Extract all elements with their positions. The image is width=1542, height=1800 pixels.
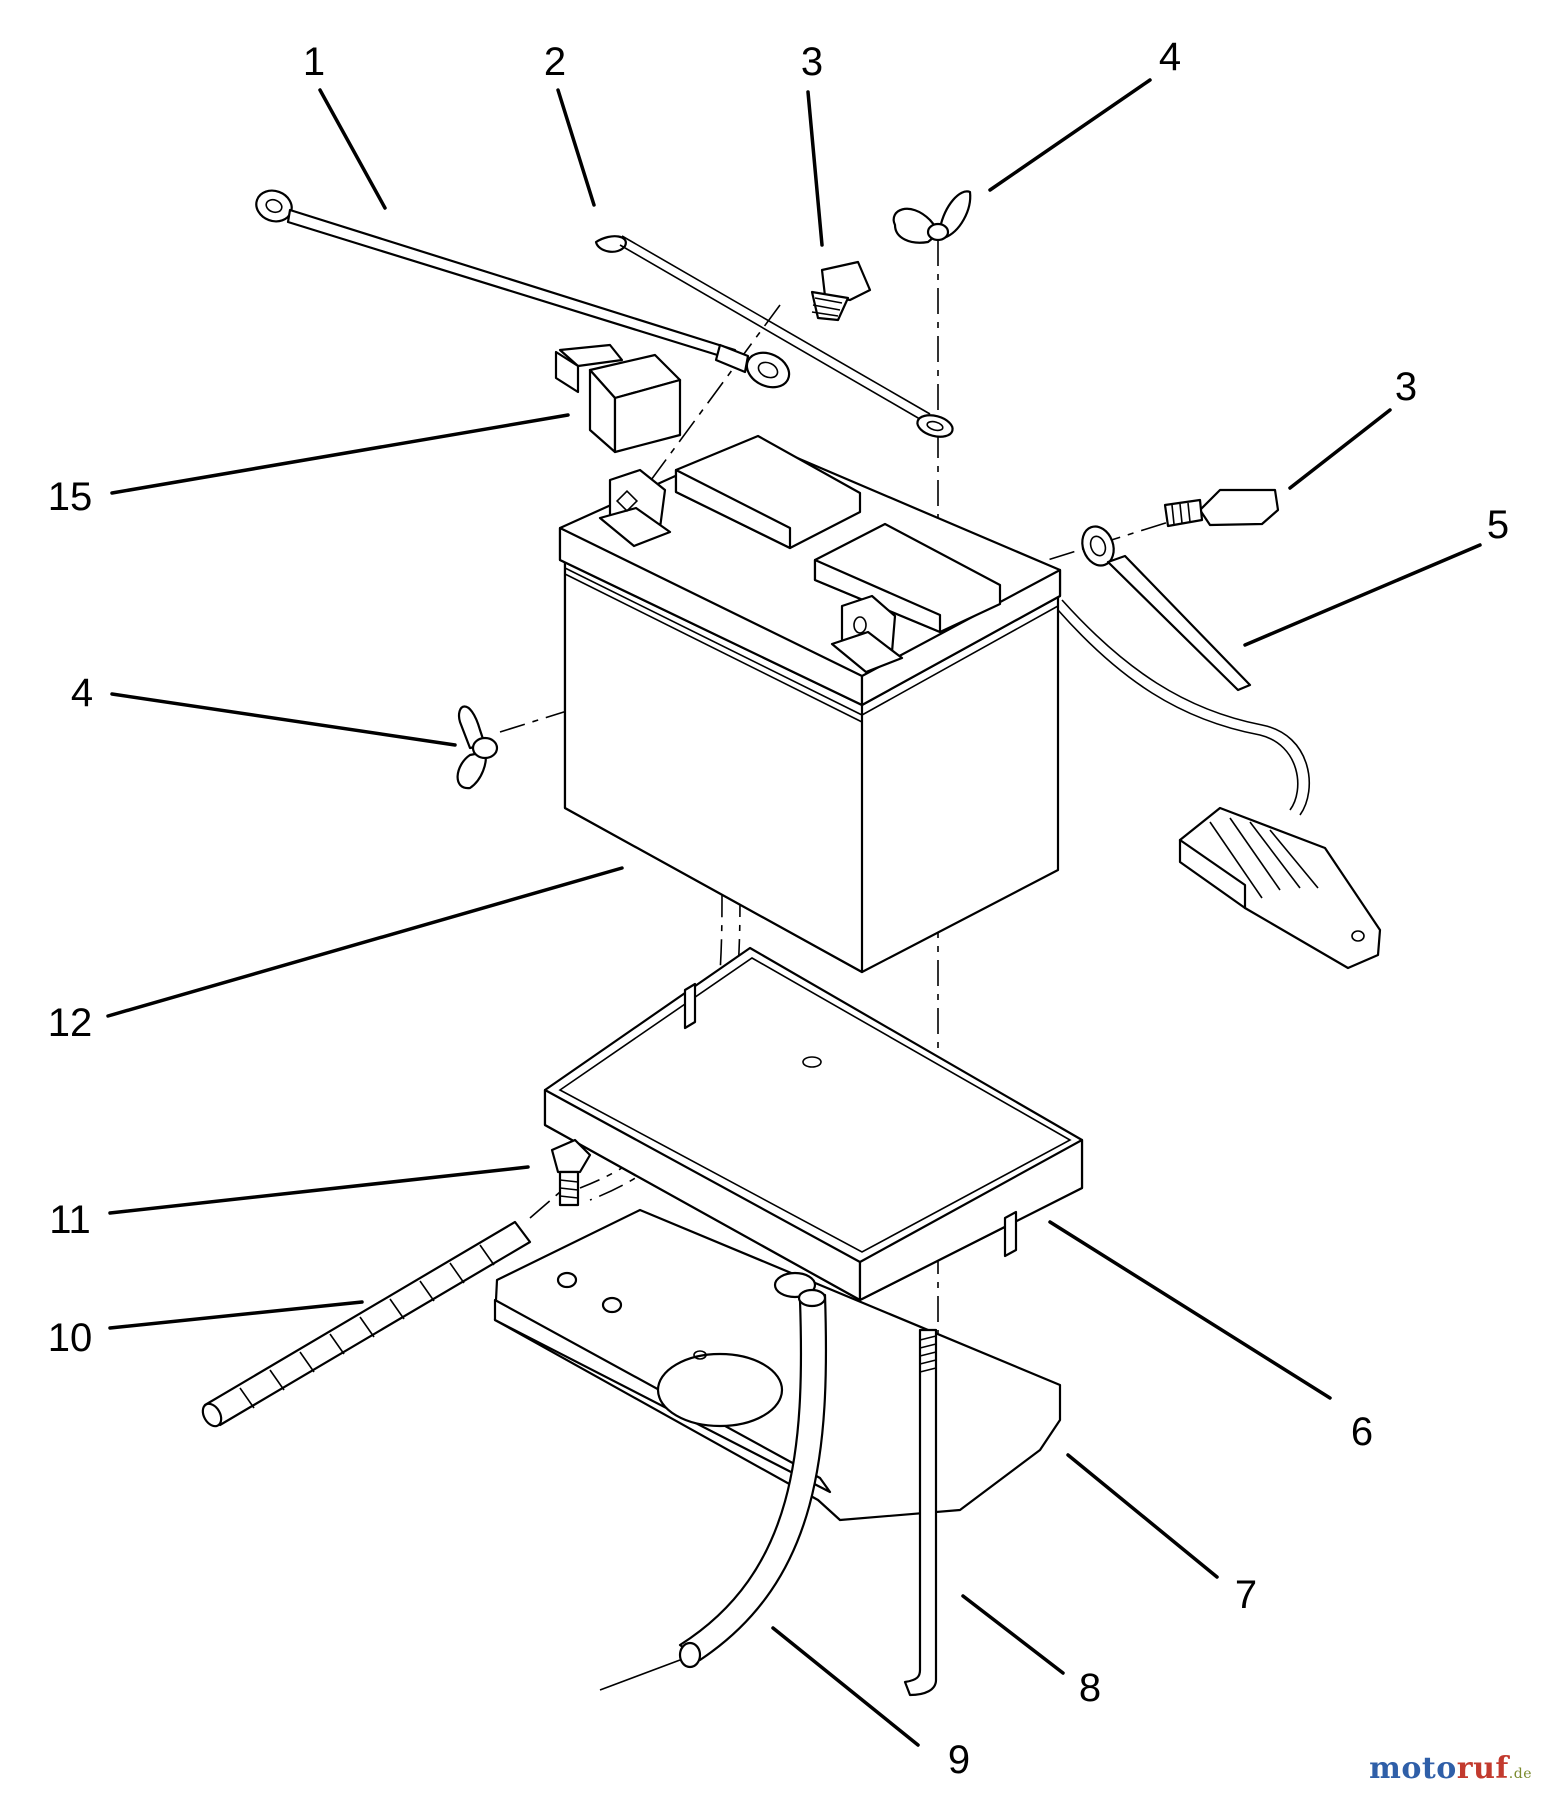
spiral-wrap-part-10 xyxy=(201,1220,532,1428)
battery-cable-part-1 xyxy=(255,189,791,389)
battery-part-12 xyxy=(558,434,1062,974)
leader-line-1 xyxy=(318,88,387,210)
bolt-part-3-right xyxy=(1163,488,1280,528)
mounting-plate-part-7 xyxy=(493,1208,1062,1522)
leader-lines xyxy=(106,78,1482,1747)
leader-line-15 xyxy=(110,413,570,495)
connector-part-15 xyxy=(554,343,682,454)
bolt-part-11 xyxy=(550,1138,592,1207)
leader-line-11 xyxy=(108,1165,530,1215)
leader-line-2 xyxy=(556,88,596,207)
leader-line-3a xyxy=(806,90,824,247)
cable-part-5 xyxy=(1081,525,1252,692)
leader-line-4b xyxy=(110,692,457,747)
callout-5: 5 xyxy=(1486,503,1510,547)
leader-line-7 xyxy=(1066,1453,1219,1579)
callout-8: 8 xyxy=(1078,1666,1102,1710)
callout-15: 15 xyxy=(47,475,93,519)
watermark-part-1: moto xyxy=(1369,1751,1457,1786)
leader-line-4a xyxy=(988,78,1152,192)
leader-line-9 xyxy=(771,1626,920,1747)
battery-tray-part-6 xyxy=(543,946,1084,1302)
leader-line-3b xyxy=(1288,408,1392,490)
leader-line-10 xyxy=(108,1300,364,1330)
callout-3-upper: 3 xyxy=(800,40,824,84)
charge-clip-lead xyxy=(1057,599,1382,970)
wing-nut-part-4-upper xyxy=(892,190,972,244)
callout-11: 11 xyxy=(49,1198,91,1242)
callout-4-left: 4 xyxy=(70,671,94,715)
leader-line-8 xyxy=(961,1594,1065,1675)
callout-9: 9 xyxy=(947,1738,971,1782)
bolt-part-3-upper xyxy=(810,260,872,322)
leader-line-6 xyxy=(1048,1220,1332,1400)
site-watermark: motoruf.de xyxy=(1369,1751,1532,1786)
callout-7: 7 xyxy=(1234,1573,1258,1617)
vent-tube-part-9 xyxy=(599,1288,828,1691)
callout-4-upper: 4 xyxy=(1158,35,1182,79)
watermark-part-3: .de xyxy=(1508,1766,1532,1782)
leader-line-5 xyxy=(1243,543,1482,647)
ground-strap-part-2 xyxy=(594,235,954,438)
callout-2: 2 xyxy=(543,40,567,84)
watermark-part-2: ruf xyxy=(1456,1751,1509,1786)
leader-line-12 xyxy=(106,866,624,1018)
callout-1: 1 xyxy=(302,40,326,84)
callout-12: 12 xyxy=(47,1001,93,1045)
callout-6: 6 xyxy=(1350,1410,1374,1454)
callout-3-right: 3 xyxy=(1394,365,1418,409)
wing-nut-part-4-left xyxy=(456,705,499,790)
callout-10: 10 xyxy=(47,1316,93,1360)
j-bolt-part-8 xyxy=(903,1328,938,1697)
